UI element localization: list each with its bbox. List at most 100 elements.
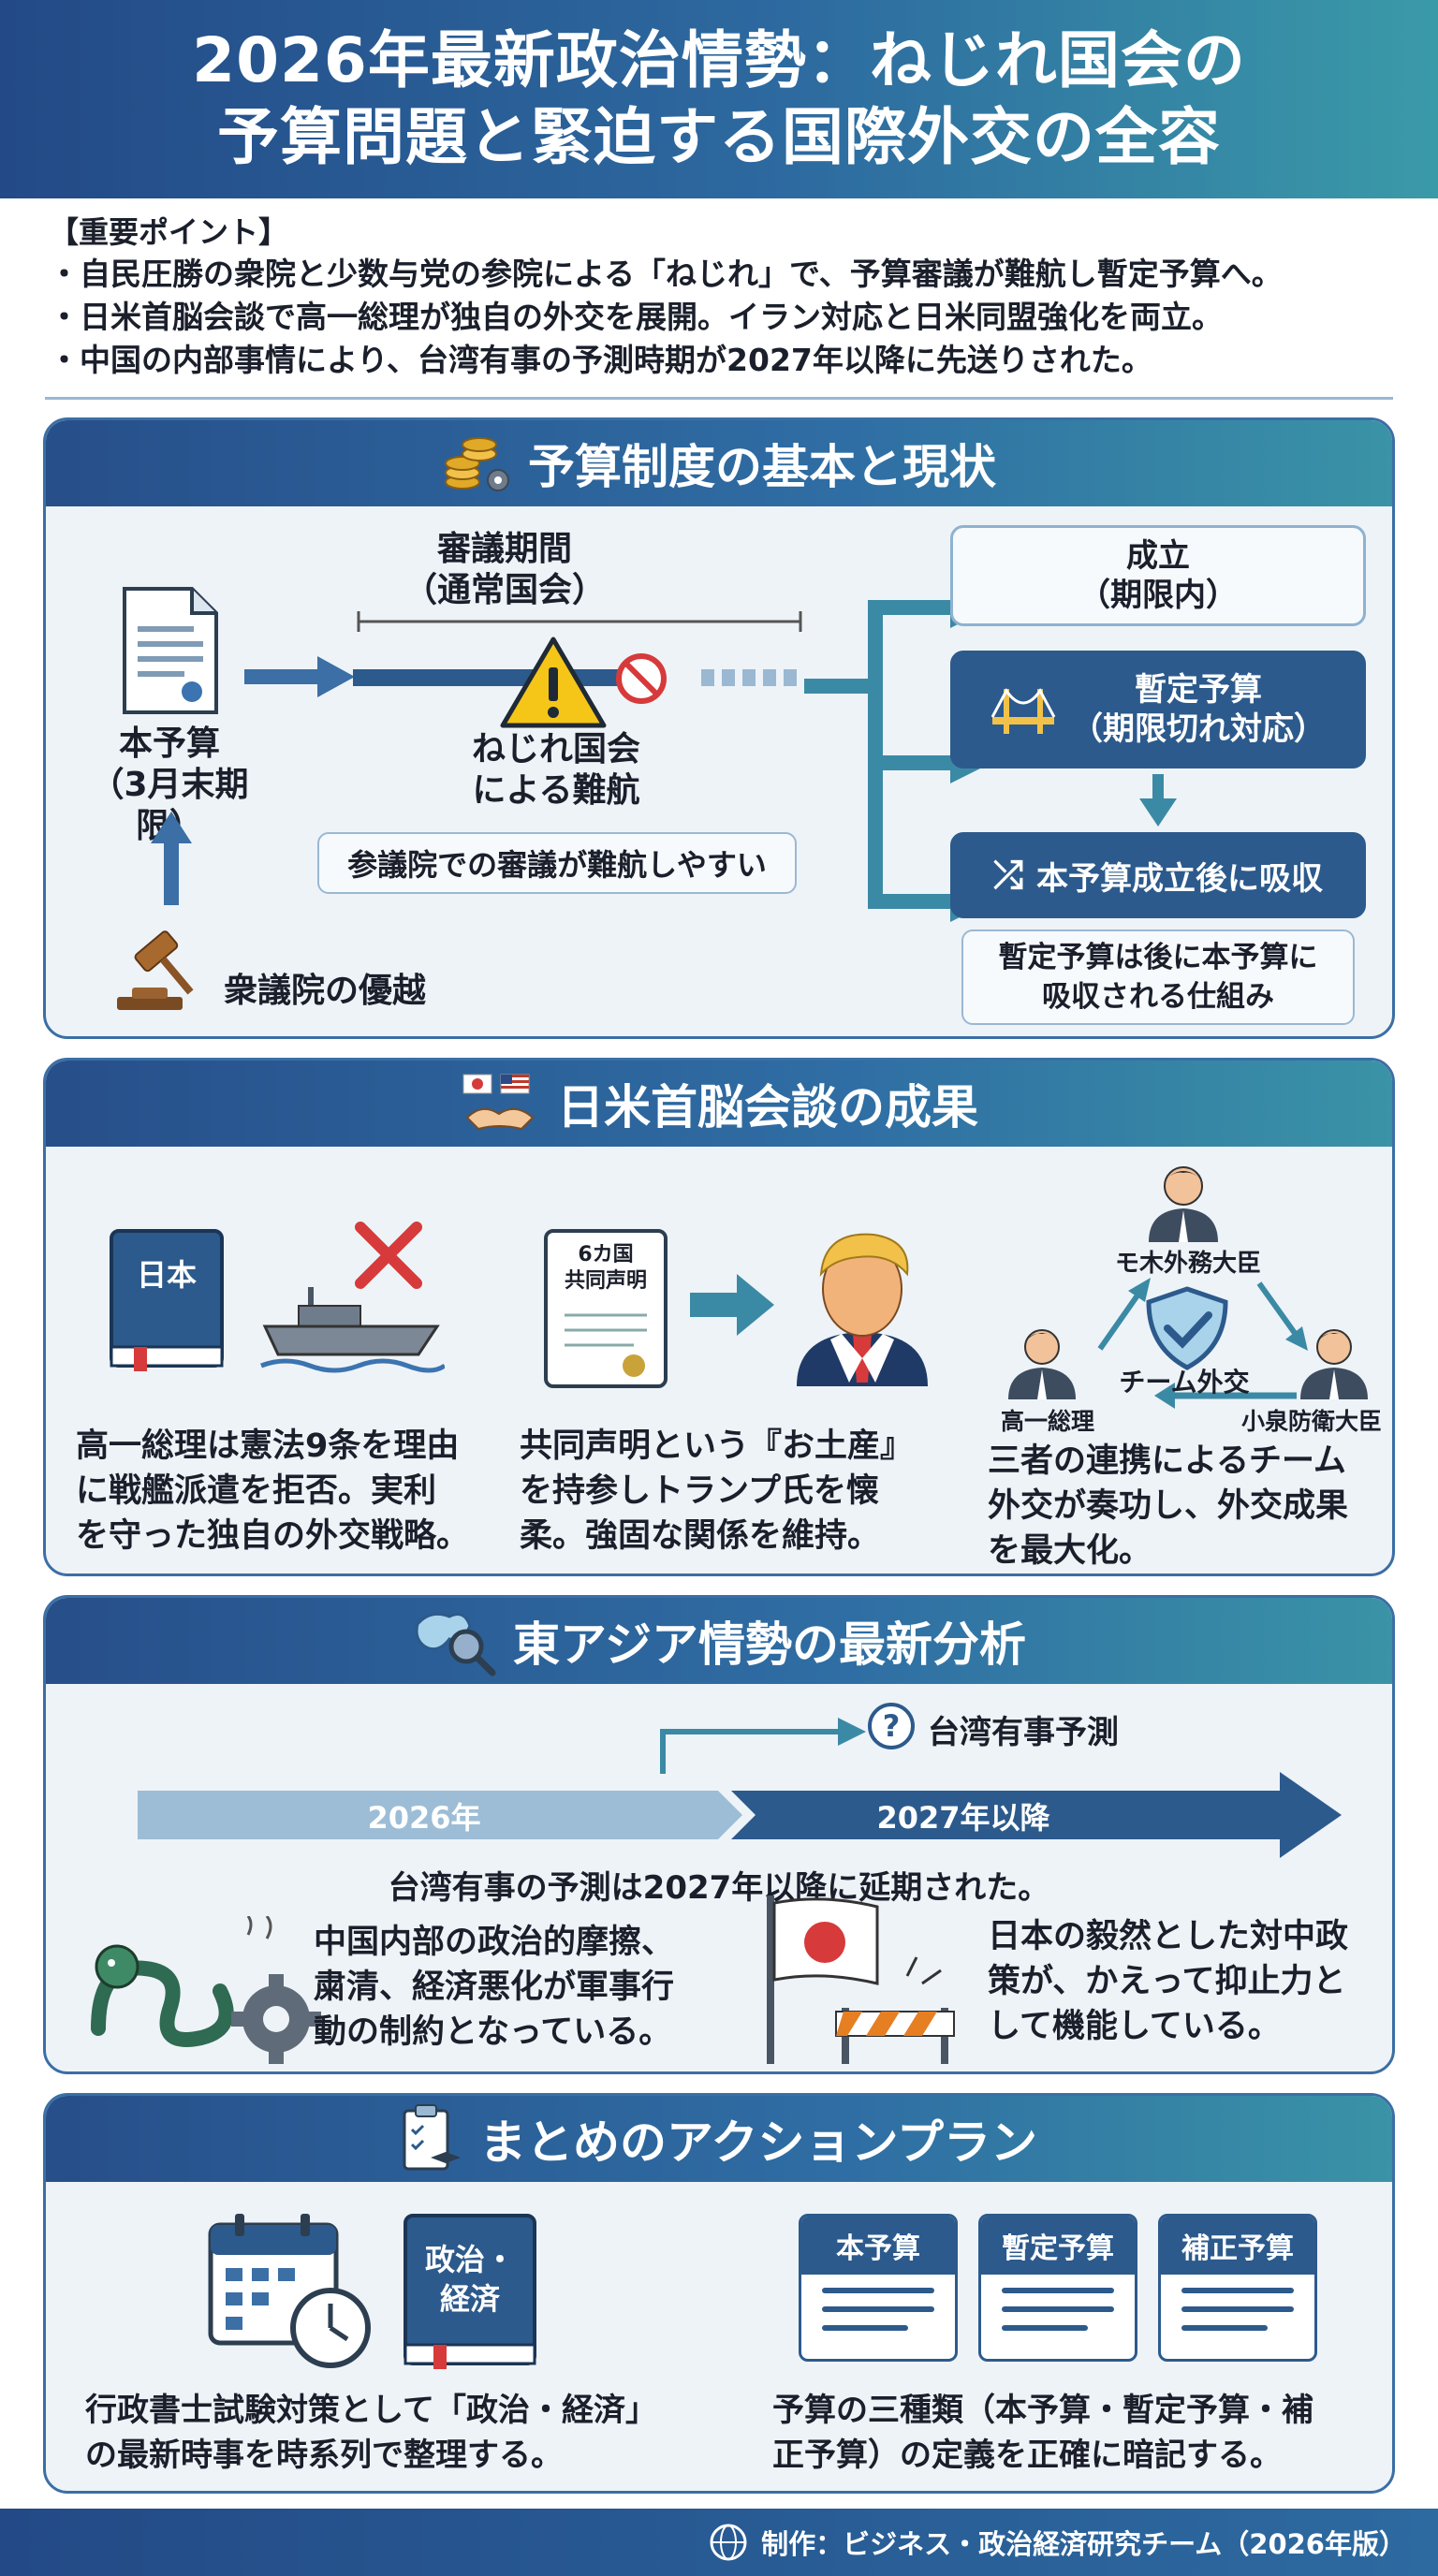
east-asia-panel-title: 東アジア情勢の最新分析 <box>513 1617 1026 1672</box>
defense-minister-label: 小泉防衛大臣 <box>1240 1408 1382 1435</box>
globe-icon <box>710 2524 747 2561</box>
summit-point-2-line: 共同声明という『お土産』 <box>520 1427 914 1465</box>
prime-minister-avatar <box>1008 1329 1076 1399</box>
trump-portrait-icon <box>797 1233 928 1386</box>
summit-point-3-line: 外交が奏功し、外交成果 <box>988 1487 1349 1525</box>
page-header: 2026年最新政治情勢：ねじれ国会の 予算問題と緊迫する国際外交の全容 <box>0 0 1438 198</box>
delay-note: 台湾有事の予測は2027年以降に延期された。 <box>388 1869 1050 1907</box>
summit-point-1-line: を守った独自の外交戦略。 <box>76 1517 470 1555</box>
main-budget-label-line: 本予算 <box>118 724 220 763</box>
japan-analysis-line: して機能している。 <box>988 2008 1281 2045</box>
up-arrow-icon <box>151 812 192 905</box>
year-timeline-arrow <box>138 1772 1342 1858</box>
forecast-arrow <box>660 1718 866 1774</box>
period-bracket <box>357 611 802 632</box>
budget-panel-header: 予算制度の基本と現状 <box>46 420 1392 506</box>
action-plan-panel-title: まとめのアクションプラン <box>479 2115 1037 2170</box>
passed-label-line: （期限内） <box>1078 577 1238 614</box>
key-points-title: 【重要ポイント】 <box>49 214 289 250</box>
checklist-cap-icon <box>403 2104 461 2171</box>
year-to-label: 2027年以降 <box>876 1800 1050 1836</box>
absorbed-label: 本予算成立後に吸収 <box>1036 859 1323 898</box>
china-analysis: 中国内部の政治的摩擦、 粛清、経済悪化が軍事行 動の制約となっている。 <box>314 1920 726 2055</box>
forecast-label: 台湾有事予測 <box>928 1714 1119 1751</box>
book-label-line: 経済 <box>439 2281 500 2317</box>
action-left-line: の最新時事を時系列で整理する。 <box>85 2437 563 2474</box>
action-plan-panel-header: まとめのアクションプラン <box>46 2096 1392 2182</box>
twisted-diet-label: ねじれ国会 による難航 <box>448 729 664 812</box>
handshake-flags-icon <box>462 1074 535 1131</box>
shuffle-icon: ⤮ <box>993 854 1023 897</box>
china-analysis-line: 動の制約となっている。 <box>314 2013 672 2051</box>
calendar-clock-icon <box>208 2214 371 2368</box>
right-arrow-icon <box>244 656 355 697</box>
foreign-minister-label: モ木外務大臣 <box>1114 1250 1261 1278</box>
absorb-note-line: 暫定予算は後に本予算に <box>998 941 1318 974</box>
twisted-label-line: による難航 <box>472 771 640 810</box>
scroll-icon <box>544 1229 668 1388</box>
coins-gear-icon <box>445 437 509 491</box>
budget-type-card: 本予算 <box>799 2214 958 2362</box>
book-japan-label: 日本 <box>136 1257 197 1293</box>
budget-type-card: 補正予算 <box>1158 2214 1317 2362</box>
budget-type-card-title: 暫定予算 <box>981 2217 1135 2275</box>
gavel-icon <box>117 930 194 1010</box>
question-icon: ? <box>868 1703 915 1749</box>
dragon-gear-icon <box>91 1916 321 2064</box>
timeline-dashed-bar <box>701 669 799 686</box>
absorb-note-line: 吸収される仕組み <box>1042 980 1274 1014</box>
summit-point-1: 高一総理は憲法9条を理由 に戦艦派遣を拒否。実利 を守った独自の外交戦略。 <box>76 1424 478 1559</box>
footer: 制作：ビジネス・政治経済研究チーム（2026年版） <box>0 2509 1438 2576</box>
book-icon <box>110 1229 224 1371</box>
scroll-label-line: 6カ国 <box>578 1243 634 1266</box>
action-right-line: 予算の三種類（本予算・暫定予算・補 <box>772 2392 1313 2429</box>
book-icon <box>404 2214 536 2369</box>
book-label-line: 政治・ <box>424 2242 515 2277</box>
japan-analysis-line: 日本の毅然とした対中政 <box>988 1918 1349 1955</box>
warship-crossed-icon <box>260 1222 445 1373</box>
summit-point-3-line: 三者の連携によるチーム <box>988 1442 1346 1480</box>
budget-type-card-title: 本予算 <box>801 2217 955 2275</box>
action-left-line: 行政書士試験対策として「政治・経済」 <box>85 2392 657 2429</box>
page-title-line-2: 予算問題と緊迫する国際外交の全容 <box>217 101 1221 173</box>
foreign-minister-avatar <box>1149 1166 1218 1242</box>
provisional-label-line: 暫定予算 <box>1135 671 1262 709</box>
period-label-line: （通常国会） <box>403 571 606 609</box>
key-point-item: ・自民圧勝の衆院と少数与党の参院による「ねじれ」で、予算審議が難航し暫定予算へ。 <box>49 256 1283 292</box>
summit-point-3-line: を最大化。 <box>988 1532 1152 1570</box>
period-label-line: 審議期間 <box>436 530 572 568</box>
lower-house-label: 衆議院の優越 <box>224 972 427 1010</box>
key-point-item: ・中国の内部事情により、台湾有事の予測時期が2027年以降に先送りされた。 <box>49 342 1152 378</box>
action-right-text: 予算の三種類（本予算・暫定予算・補 正予算）の定義を正確に暗記する。 <box>772 2388 1381 2478</box>
deliberation-period-label: 審議期間 （通常国会） <box>355 529 654 611</box>
provisional-budget-box: 暫定予算 （期限切れ対応） <box>950 651 1366 768</box>
japan-flag-barrier-icon <box>767 1895 955 2064</box>
action-left-text: 行政書士試験対策として「政治・経済」 の最新時事を時系列で整理する。 <box>85 2388 722 2478</box>
summit-point-1-line: に戦艦派遣を拒否。実利 <box>76 1472 437 1510</box>
east-asia-panel: 東アジア情勢の最新分析 ? 台湾有事予測 2026年 2027年以降 台湾有事の… <box>43 1595 1395 2074</box>
provisional-label-line: （期限切れ対応） <box>1071 710 1326 748</box>
summit-point-2-line: 柔。強固な関係を維持。 <box>520 1517 881 1555</box>
team-diplomacy-label: チーム外交 <box>1119 1367 1250 1398</box>
summit-point-1-line: 高一総理は憲法9条を理由 <box>76 1427 460 1465</box>
passed-label-line: 成立 <box>1126 537 1190 575</box>
footer-credit: 制作：ビジネス・政治経済研究チーム（2026年版） <box>761 2528 1406 2560</box>
japan-analysis: 日本の毅然とした対中政 策が、かえって抑止力と して機能している。 <box>988 1914 1381 2049</box>
summit-point-2-line: を持参しトランプ氏を懐 <box>520 1472 879 1510</box>
budget-panel: 予算制度の基本と現状 本予算 （3月末期限） 衆議院の優越 審議期間 （通常国 <box>43 417 1395 1039</box>
japan-analysis-line: 策が、かえって抑止力と <box>988 1963 1346 2000</box>
map-magnifier-icon <box>415 1612 496 1676</box>
document-icon <box>123 587 218 714</box>
divider <box>45 397 1393 400</box>
budget-type-card-title: 補正予算 <box>1161 2217 1314 2275</box>
action-right-line: 正予算）の定義を正確に暗記する。 <box>772 2437 1282 2474</box>
china-analysis-line: 中国内部の政治的摩擦、 <box>314 1924 675 1961</box>
budget-type-card: 暫定予算 <box>978 2214 1137 2362</box>
right-arrow-icon <box>690 1274 774 1336</box>
page-title-line-1: 2026年最新政治情勢：ねじれ国会の <box>192 24 1246 96</box>
warning-icon <box>500 637 607 728</box>
prime-minister-label: 高一総理 <box>1000 1408 1094 1435</box>
upper-house-note: 参議院での審議が難航しやすい <box>317 832 797 894</box>
summit-panel-title: 日米首脳会談の成果 <box>557 1080 978 1134</box>
twisted-label-line: ねじれ国会 <box>471 730 640 768</box>
